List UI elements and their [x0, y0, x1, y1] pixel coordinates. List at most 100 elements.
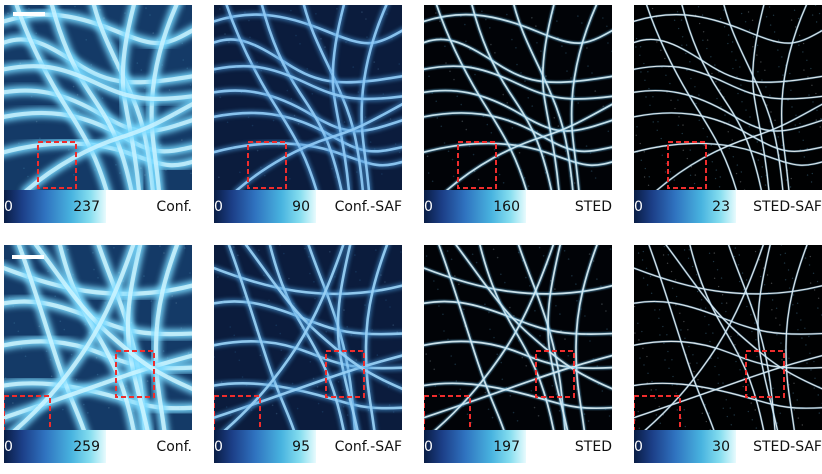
speckle [518, 340, 520, 342]
speckle [56, 115, 59, 118]
speckle [765, 174, 768, 176]
tone-overlay [4, 245, 192, 430]
speckle [713, 349, 715, 351]
filament [424, 382, 612, 410]
speckle [765, 16, 768, 18]
speckle [88, 332, 91, 334]
speckle [689, 149, 691, 151]
speckle [716, 97, 718, 100]
speckle [735, 146, 737, 148]
speckle [750, 402, 752, 404]
speckle [381, 173, 383, 175]
microscopy-image [634, 245, 822, 430]
speckle [698, 94, 700, 96]
speckle [795, 114, 797, 116]
speckle [465, 128, 468, 131]
speckle [662, 325, 664, 328]
speckle [532, 122, 535, 124]
speckle [811, 14, 814, 16]
speckle [555, 305, 557, 307]
speckle [259, 354, 262, 357]
speckle [310, 173, 312, 175]
speckle [796, 312, 798, 314]
speckle [218, 176, 220, 179]
speckle [679, 304, 682, 306]
speckle [687, 329, 689, 331]
speckle [324, 46, 326, 48]
speckle [805, 344, 807, 346]
speckle [284, 357, 287, 360]
speckle [184, 247, 186, 249]
speckle [685, 52, 687, 55]
speckle [50, 375, 53, 378]
speckle [185, 147, 187, 150]
panel-label: STED [574, 439, 612, 455]
speckle [240, 91, 243, 94]
filament [438, 245, 505, 430]
speckle [331, 71, 334, 73]
speckle [657, 146, 660, 148]
speckle [801, 337, 803, 339]
speckle [459, 300, 461, 302]
roi-box [4, 395, 51, 430]
speckle [594, 90, 597, 92]
speckle [681, 132, 683, 135]
roi-box [745, 350, 785, 398]
speckle [506, 13, 508, 16]
speckle [661, 66, 663, 68]
speckle [796, 399, 798, 401]
speckle [742, 385, 744, 388]
speckle [369, 141, 372, 143]
speckle [812, 101, 814, 103]
filament [681, 5, 762, 190]
speckle [699, 111, 701, 113]
speckle [19, 62, 22, 65]
speckle [180, 327, 183, 329]
speckle [680, 329, 682, 331]
speckle [342, 406, 345, 408]
speckle [129, 402, 131, 404]
speckle [445, 62, 447, 64]
speckle [689, 362, 691, 364]
roi-box [115, 350, 155, 398]
speckle [546, 263, 549, 265]
speckle [756, 44, 759, 46]
speckle [783, 262, 786, 264]
colorbar [634, 190, 736, 223]
speckle [641, 330, 643, 333]
speckle [283, 252, 285, 255]
speckle [601, 390, 604, 392]
speckle [653, 112, 655, 115]
speckle [586, 47, 588, 49]
speckle [691, 265, 694, 268]
speckle [605, 310, 607, 312]
speckle [298, 139, 301, 142]
speckle [711, 72, 713, 75]
speckle [806, 59, 808, 61]
microscopy-image [214, 5, 402, 190]
speckle [517, 251, 520, 254]
filament [214, 340, 402, 370]
speckle [431, 180, 434, 183]
speckle [514, 331, 516, 334]
speckle [784, 279, 787, 281]
speckle [306, 68, 309, 70]
speckle [177, 34, 180, 36]
colorbar [634, 430, 736, 463]
speckle [680, 19, 683, 21]
speckle [727, 42, 729, 45]
speckle [428, 75, 430, 78]
speckle [24, 355, 27, 358]
speckle [776, 422, 779, 424]
speckle [637, 252, 640, 254]
speckle [741, 101, 743, 103]
filament [471, 5, 553, 190]
speckle [530, 390, 533, 392]
speckle [714, 365, 716, 368]
speckle [64, 44, 67, 46]
speckle [601, 303, 603, 305]
speckle [433, 368, 436, 371]
speckle [304, 336, 307, 338]
speckle [775, 404, 777, 406]
speckle [357, 91, 360, 93]
